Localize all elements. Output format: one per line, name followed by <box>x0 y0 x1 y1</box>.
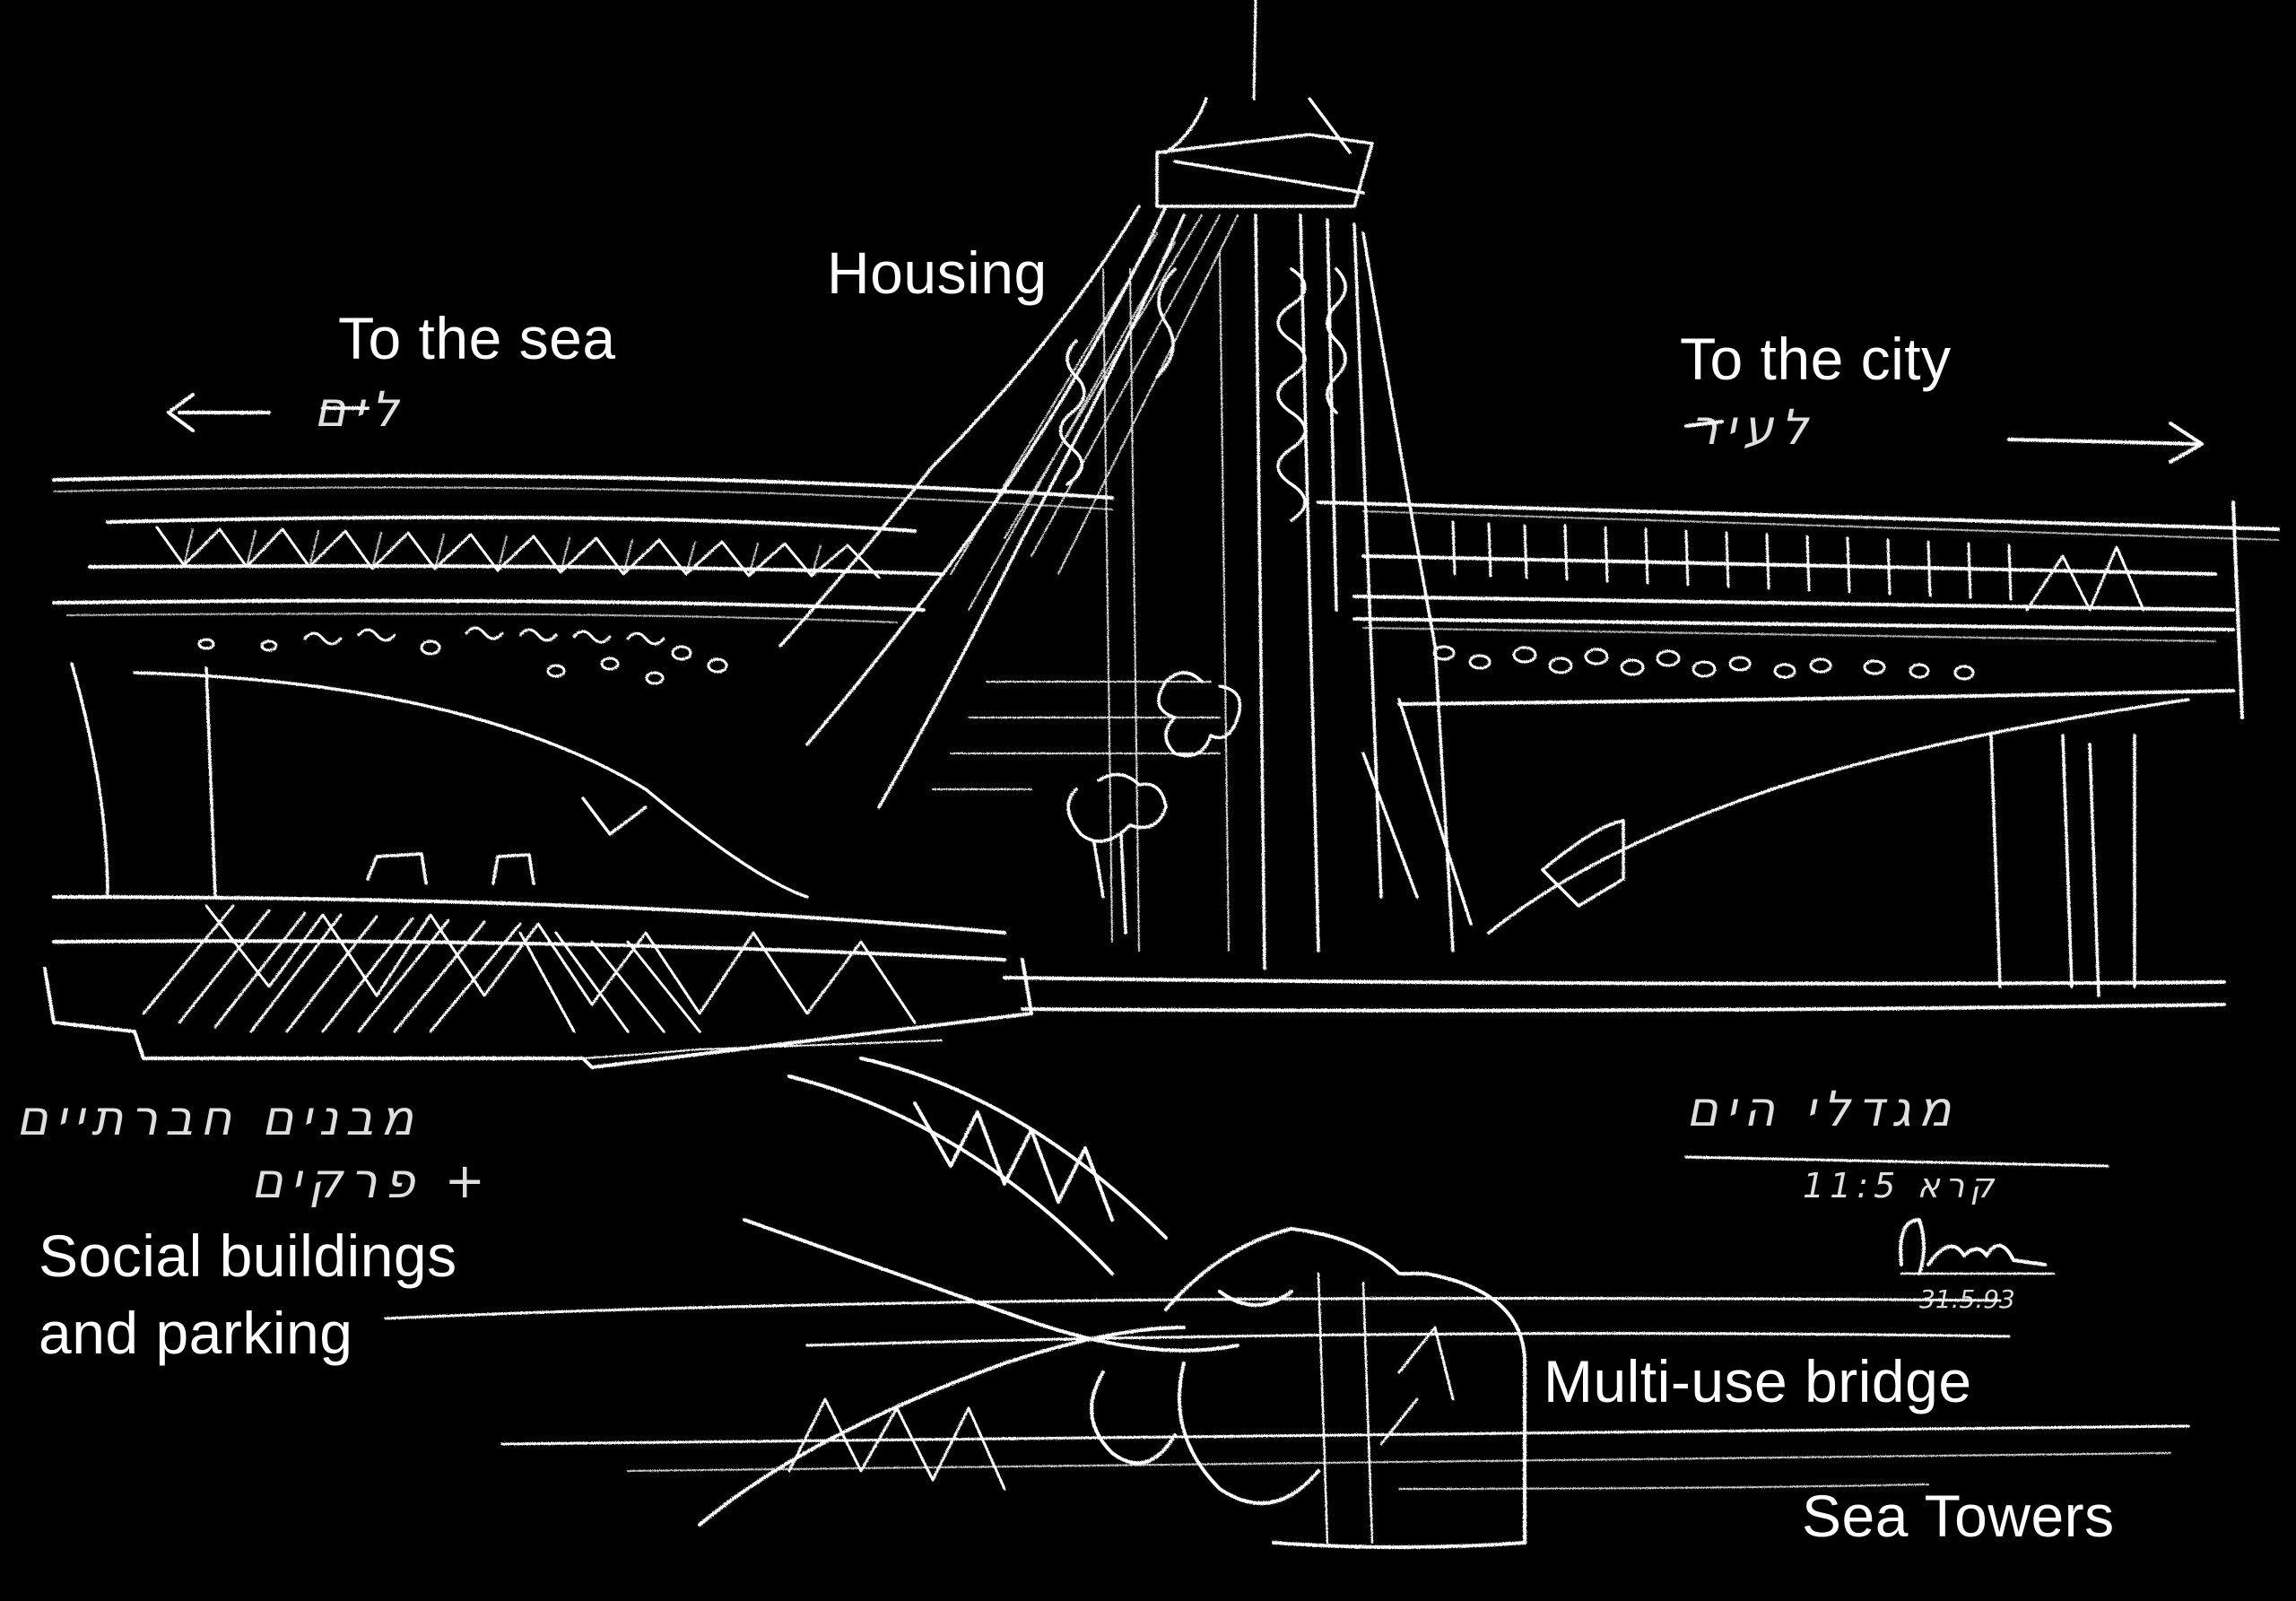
sea-towers-note-underline <box>1684 1155 2109 1168</box>
upper-deck-right <box>1317 500 2280 719</box>
to-the-city-label: To the city <box>1680 326 1952 392</box>
upper-deck-right-car-row <box>1432 645 1975 681</box>
tower-facade-ribs <box>932 214 1239 952</box>
sea-towers-hebrew-subnote: קרא 11:5 <box>1803 1166 2000 1205</box>
arrow-to-city <box>1684 420 2204 464</box>
upper-deck-right-verticals <box>1451 520 2145 612</box>
sea-towers-hebrew-note: מגדלי הים <box>1686 1081 1959 1137</box>
right-arch <box>1487 698 2190 997</box>
to-sea-hebrew-note: לים <box>314 381 406 438</box>
housing-label: Housing <box>827 239 1048 306</box>
signature <box>1899 1218 2056 1275</box>
upper-deck-left-car-row <box>197 626 728 685</box>
upper-deck-left-zigzag-truss <box>155 526 881 579</box>
social-buildings-label: Social buildings and parking <box>39 1223 457 1366</box>
multi-use-bridge <box>698 1057 1526 1549</box>
to-the-sea-label: To the sea <box>338 305 616 371</box>
upper-deck-left <box>52 474 1114 623</box>
social-buildings-hebrew-line1: מבנים חברתיים <box>16 1090 422 1146</box>
central-tower <box>778 0 1473 970</box>
lower-platform-hatching <box>142 904 917 1033</box>
multi-use-bridge-label: Multi-use bridge <box>1544 1348 1972 1414</box>
arrow-to-sea <box>167 393 370 432</box>
to-city-hebrew-note: לעיר <box>1691 399 1816 456</box>
left-arch <box>70 662 809 899</box>
social-buildings-hebrew-line2: + פרקים <box>251 1153 492 1209</box>
sea-towers-label: Sea Towers <box>1802 1483 2115 1549</box>
signature-date: 31.5.93 <box>1919 1284 2015 1314</box>
lower-platform <box>43 895 2226 1069</box>
